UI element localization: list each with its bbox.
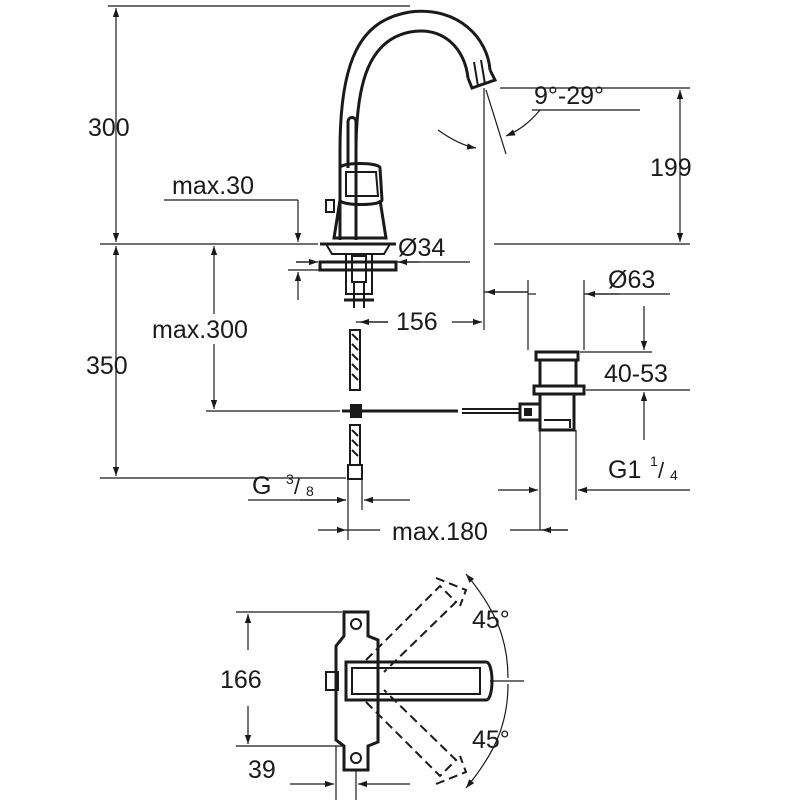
label-40-53: 40-53 <box>604 360 668 388</box>
label-dia-34: Ø34 <box>398 234 445 262</box>
label-max-180: max.180 <box>392 518 488 546</box>
pop-up-waste <box>518 350 586 432</box>
svg-text:G1: G1 <box>608 456 641 484</box>
svg-text:/: / <box>658 458 665 483</box>
svg-text:4: 4 <box>670 467 678 483</box>
label-dia-63: Ø63 <box>608 266 655 294</box>
label-angle-spout: 9°-29° <box>534 82 604 110</box>
label-166: 166 <box>220 666 262 694</box>
label-g1-1-4: G1 1 / 4 <box>608 453 678 484</box>
dimension-labels: 300 199 9°-29° max.30 Ø34 Ø63 max.300 15… <box>86 82 692 784</box>
svg-text:G: G <box>252 472 271 500</box>
svg-text:3: 3 <box>286 471 294 487</box>
label-max-300: max.300 <box>152 316 248 344</box>
label-300: 300 <box>88 114 130 142</box>
label-45-top: 45° <box>472 606 510 634</box>
faucet-top-view <box>325 577 494 785</box>
faucet-side-view <box>318 9 520 480</box>
top-view-dimensions <box>236 573 524 800</box>
label-g-3-8: G 3 / 8 <box>252 471 314 500</box>
label-199: 199 <box>650 154 692 182</box>
label-45-bottom: 45° <box>472 726 510 754</box>
svg-text:/: / <box>294 474 301 499</box>
label-max-30: max.30 <box>172 172 254 200</box>
dimension-lines <box>100 5 690 540</box>
label-39: 39 <box>248 756 276 784</box>
svg-text:8: 8 <box>306 483 314 499</box>
svg-text:1: 1 <box>650 453 658 469</box>
label-156: 156 <box>396 308 438 336</box>
label-350: 350 <box>86 352 128 380</box>
